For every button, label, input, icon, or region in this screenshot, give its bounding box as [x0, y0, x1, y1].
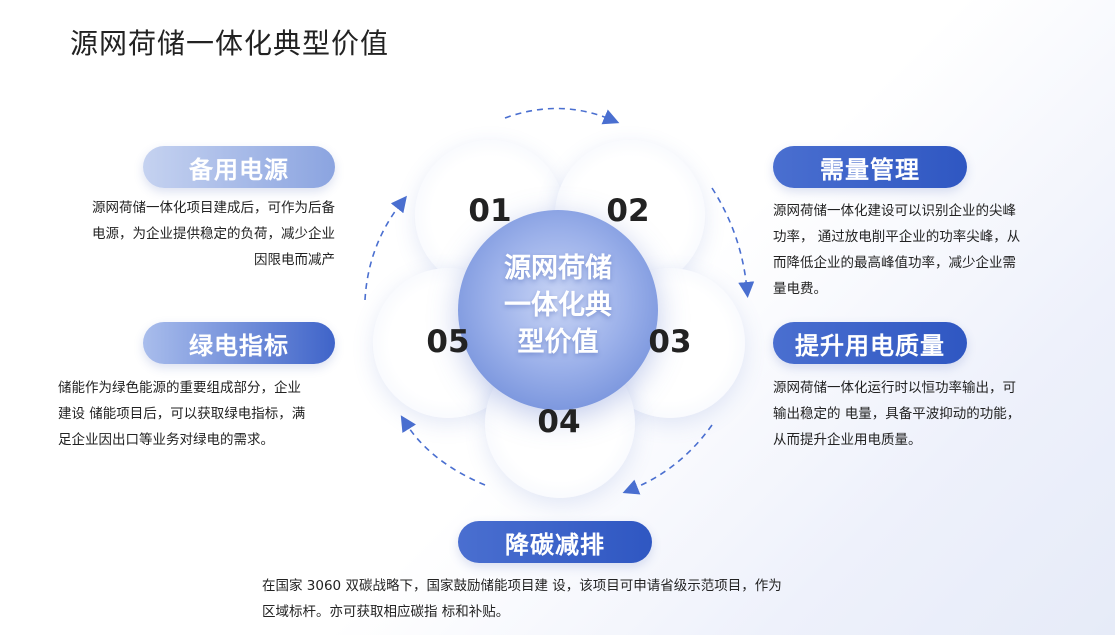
- green-desc-line: 足企业因出口等业务对绿电的需求。: [58, 432, 274, 448]
- carbon-reduction-label: 降碳减排: [505, 530, 605, 559]
- center-line-1: 源网荷储: [504, 253, 612, 284]
- demand-desc-line: 功率， 通过放电削平企业的功率尖峰，从: [773, 229, 1021, 245]
- backup-power-desc: 源网荷储一体化项目建成后，可作为后备 电源，为企业提供稳定的负荷，减少企业 因限…: [50, 195, 335, 273]
- demand-desc-line: 量电费。: [773, 281, 827, 297]
- power-quality-label: 提升用电质量: [795, 331, 945, 360]
- demand-management-pill: 需量管理: [773, 146, 967, 188]
- quality-desc-line: 源网荷储一体化运行时以恒功率输出，可: [773, 380, 1016, 396]
- carbon-desc-line: 区域标杆。亦可获取相应碳指 标和补贴。: [262, 604, 510, 620]
- carbon-reduction-pill: 降碳减排: [458, 521, 652, 563]
- backup-desc-line: 电源，为企业提供稳定的负荷，减少企业: [92, 226, 335, 242]
- backup-power-pill: 备用电源: [143, 146, 335, 188]
- arrow-right-lower: [622, 424, 713, 495]
- carbon-reduction-desc: 在国家 3060 双碳战略下，国家鼓励储能项目建 设，该项目可申请省级示范项目，…: [262, 573, 882, 625]
- center-line-3: 型价值: [517, 327, 599, 358]
- arrow-top: [504, 107, 620, 125]
- arrow-left-lower: [400, 415, 486, 486]
- backup-desc-line: 源网荷储一体化项目建成后，可作为后备: [92, 200, 335, 216]
- petal-number-02: 02: [606, 193, 650, 229]
- green-power-label: 绿电指标: [189, 331, 289, 360]
- demand-desc-line: 而降低企业的最高峰值功率，减少企业需: [773, 255, 1016, 271]
- power-quality-pill: 提升用电质量: [773, 322, 967, 364]
- demand-management-label: 需量管理: [820, 155, 920, 184]
- green-desc-line: 建设 储能项目后，可以获取绿电指标，满: [58, 406, 306, 422]
- arrow-left-upper: [364, 195, 407, 301]
- demand-desc-line: 源网荷储一体化建设可以识别企业的尖峰: [773, 203, 1016, 219]
- page-title: 源网荷储一体化典型价值: [70, 27, 390, 60]
- backup-power-label: 备用电源: [189, 155, 289, 184]
- petal-number-04: 04: [537, 404, 581, 440]
- center-label: 源网荷储 一体化典 型价值: [480, 250, 636, 361]
- quality-desc-line: 从而提升企业用电质量。: [773, 432, 922, 448]
- center-circle: [458, 210, 658, 410]
- arrow-right-upper: [711, 187, 755, 298]
- green-power-pill: 绿电指标: [143, 322, 335, 364]
- carbon-desc-line: 在国家 3060 双碳战略下，国家鼓励储能项目建 设，该项目可申请省级示范项目，…: [262, 578, 782, 594]
- petal-number-05: 05: [426, 324, 470, 360]
- backup-desc-line: 因限电而减产: [254, 252, 335, 268]
- green-power-desc: 储能作为绿色能源的重要组成部分，企业 建设 储能项目后，可以获取绿电指标，满 足…: [58, 375, 343, 453]
- power-quality-desc: 源网荷储一体化运行时以恒功率输出，可 输出稳定的 电量，具备平波抑动的功能， 从…: [773, 375, 1073, 453]
- demand-management-desc: 源网荷储一体化建设可以识别企业的尖峰 功率， 通过放电削平企业的功率尖峰，从 而…: [773, 198, 1073, 302]
- petal-number-03: 03: [648, 324, 692, 360]
- quality-desc-line: 输出稳定的 电量，具备平波抑动的功能，: [773, 406, 1021, 422]
- petal-number-01: 01: [468, 193, 512, 229]
- green-desc-line: 储能作为绿色能源的重要组成部分，企业: [58, 380, 301, 396]
- center-line-2: 一体化典: [504, 290, 612, 321]
